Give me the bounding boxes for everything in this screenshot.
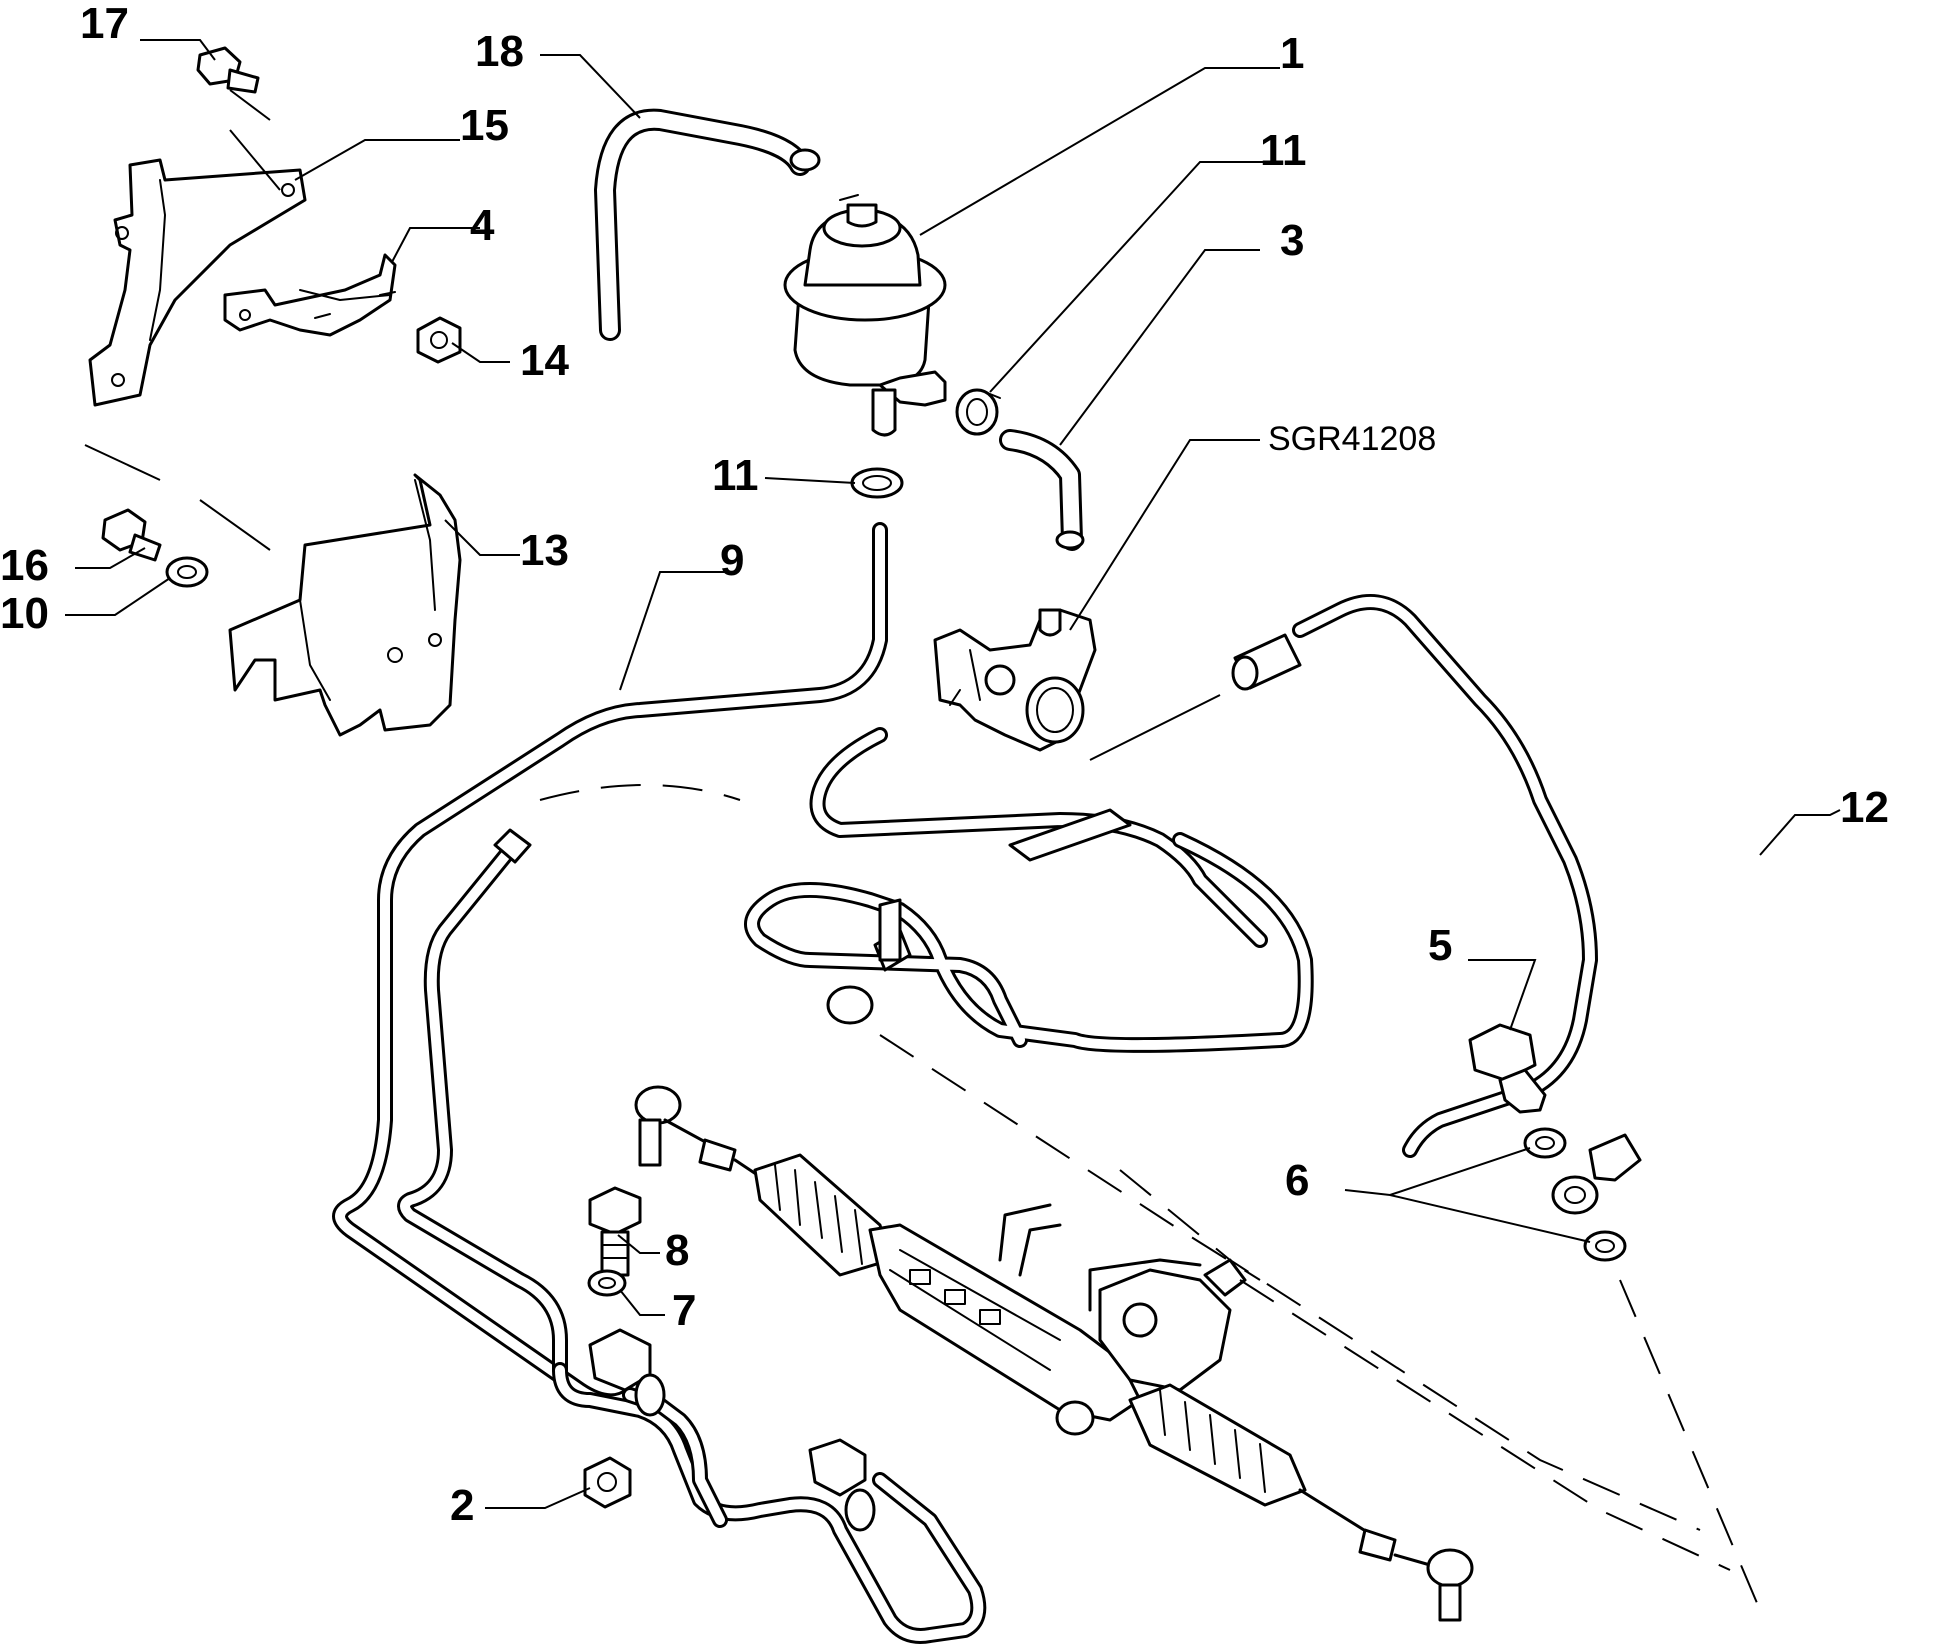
callout-8: 8 — [665, 1226, 689, 1275]
callout-labels: 17 18 1 15 11 4 3 14 11 16 13 10 9 12 5 … — [0, 0, 1889, 1530]
washer-6-lower — [1583, 1230, 1627, 1262]
hose-3 — [999, 429, 1085, 551]
banjo-fitting — [1551, 1133, 1642, 1215]
heat-shield-13 — [228, 473, 462, 737]
pipe-clamp-left — [588, 1328, 666, 1417]
nut-2 — [583, 1456, 632, 1509]
pipe-12 — [1231, 594, 1598, 1158]
hose-18 — [594, 108, 821, 341]
callout-12: 12 — [1840, 783, 1889, 832]
bolt-8 — [588, 1186, 642, 1277]
bracket-4 — [223, 253, 397, 337]
clamp-11-lower — [850, 467, 904, 499]
clamp-11-upper — [955, 388, 1001, 436]
callout-1: 1 — [1280, 29, 1304, 78]
bolt-5 — [1468, 1023, 1547, 1114]
callout-9: 9 — [720, 536, 744, 585]
power-steering-pump — [933, 608, 1097, 752]
callout-2: 2 — [450, 1481, 474, 1530]
washer-7 — [587, 1269, 627, 1297]
reservoir-1 — [783, 194, 947, 437]
washer-10 — [165, 556, 209, 588]
bracket-15 — [88, 158, 307, 407]
callout-3: 3 — [1280, 216, 1304, 265]
pipe-lower-loops — [552, 1362, 987, 1644]
centerlines — [84, 89, 1761, 1611]
callout-5: 5 — [1428, 921, 1452, 970]
pipe-clamp-right — [808, 1438, 876, 1532]
callout-18: 18 — [475, 27, 524, 76]
steering-rack — [634, 1085, 1474, 1622]
bolt-16 — [101, 508, 162, 562]
callout-7: 7 — [672, 1286, 696, 1335]
callout-16: 16 — [0, 541, 49, 590]
nut-14 — [416, 316, 462, 364]
callout-15: 15 — [460, 101, 509, 150]
pipe-middle — [744, 727, 1314, 1053]
washer-6-upper — [1523, 1127, 1567, 1159]
callout-10: 10 — [0, 589, 49, 638]
callout-14: 14 — [520, 336, 569, 385]
callout-6: 6 — [1285, 1156, 1309, 1205]
callout-13: 13 — [520, 526, 569, 575]
pipe-9 — [332, 522, 888, 1410]
bolt-17 — [196, 46, 260, 94]
callout-17: 17 — [80, 0, 129, 48]
callout-4: 4 — [470, 201, 495, 250]
callout-11-lower: 11 — [712, 451, 759, 500]
leader-lines — [65, 39, 1841, 1509]
drawing-code-label: SGR41208 — [1268, 420, 1436, 458]
callout-11-upper: 11 — [1260, 126, 1307, 175]
